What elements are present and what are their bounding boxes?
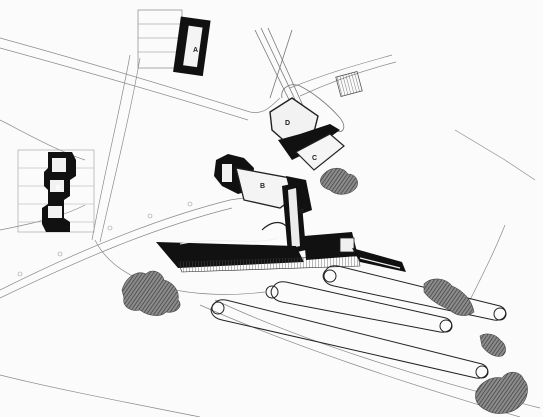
tree-clusters bbox=[121, 167, 528, 414]
parking-row-1 bbox=[270, 281, 453, 333]
building-d-dark-wing bbox=[278, 124, 340, 160]
road-upper-edge-a bbox=[0, 37, 281, 113]
access-line-1 bbox=[254, 29, 296, 113]
building-a-courtyard bbox=[183, 25, 203, 68]
parking-turn-3 bbox=[323, 269, 337, 283]
parking-turn-5 bbox=[211, 301, 225, 315]
building-c: C bbox=[295, 133, 345, 171]
building-f-east-wing bbox=[352, 248, 406, 272]
parking-turn-6 bbox=[475, 365, 489, 379]
building-d: D bbox=[269, 97, 340, 160]
access-line-4 bbox=[269, 29, 293, 99]
parking-turn-2 bbox=[439, 319, 453, 333]
trees-southeast bbox=[475, 371, 528, 414]
access-road bbox=[254, 27, 345, 133]
building-d-label: D bbox=[285, 120, 290, 127]
access-loop bbox=[281, 84, 345, 133]
building-c-label: C bbox=[312, 155, 317, 162]
access-line-3 bbox=[267, 27, 305, 109]
parking-rows bbox=[210, 265, 507, 379]
trees-southwest bbox=[121, 270, 181, 316]
trees-east-small bbox=[479, 333, 506, 357]
building-a: A bbox=[137, 9, 211, 77]
building-f-curve bbox=[179, 237, 279, 245]
road-upper-right bbox=[289, 54, 393, 89]
road-lines bbox=[0, 37, 541, 417]
small-structure-ne bbox=[335, 71, 363, 97]
road-center-vertical-b bbox=[99, 57, 141, 243]
road-markers bbox=[17, 201, 193, 277]
parking-row-2 bbox=[322, 265, 507, 321]
building-e-label: E bbox=[56, 185, 61, 192]
road-south-long-b bbox=[199, 304, 521, 417]
road-center-vertical-a bbox=[91, 54, 131, 241]
road-diagonal-b bbox=[0, 207, 233, 299]
building-e: E bbox=[17, 149, 95, 233]
parking-turn-4 bbox=[493, 307, 507, 321]
building-f-striped-edge bbox=[177, 255, 361, 273]
building-f-label: F bbox=[300, 209, 305, 216]
road-west-curve-a bbox=[0, 119, 86, 161]
parking-row-3 bbox=[210, 299, 489, 379]
site-boundary-east bbox=[454, 129, 536, 181]
parking-turn-1 bbox=[265, 285, 279, 299]
access-line-2 bbox=[260, 27, 301, 111]
road-east-edge bbox=[469, 224, 506, 301]
road-bottom-left bbox=[0, 374, 201, 417]
building-f-spine-light bbox=[288, 188, 300, 248]
trees-center-east bbox=[320, 167, 358, 195]
building-f: F bbox=[156, 182, 406, 273]
trees-east bbox=[423, 278, 475, 316]
building-a-label: A bbox=[193, 47, 198, 54]
building-b-label: B bbox=[260, 183, 265, 190]
building-c-mass bbox=[295, 133, 345, 171]
road-upper-edge-b bbox=[0, 47, 249, 121]
